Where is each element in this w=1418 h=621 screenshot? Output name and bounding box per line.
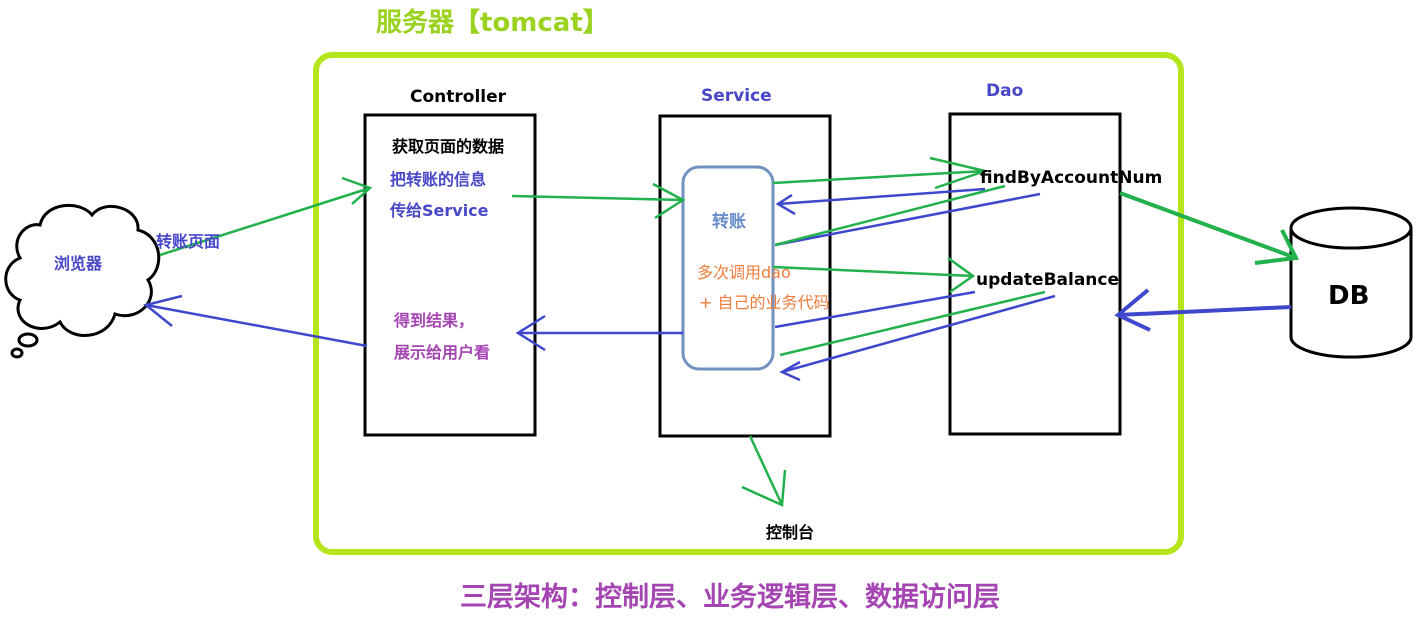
dao-title: Dao (986, 81, 1024, 101)
arrow-controller-to-browser (143, 294, 368, 348)
dao-method-update: updateBalance (976, 270, 1120, 290)
db-cylinder (1289, 206, 1413, 359)
arrow-dao-to-db (1119, 191, 1300, 265)
arrow-db-to-dao (1114, 288, 1292, 332)
browser-label: 浏览器 (54, 254, 103, 273)
arrow-browser-to-controller (159, 176, 373, 257)
arrow-service-to-console (741, 435, 787, 507)
footer-caption: 三层架构：控制层、业务逻辑层、数据访问层 (460, 582, 1000, 613)
controller-line-1: 获取页面的数据 (392, 137, 505, 156)
service-note-2: + 自己的业务代码 (699, 293, 830, 312)
service-title: Service (701, 86, 772, 106)
controller-line-2: 把转账的信息 (390, 170, 487, 189)
dao-box (948, 112, 1122, 436)
service-box (658, 114, 832, 438)
console-label: 控制台 (766, 523, 815, 542)
browser-edge-label: 转账页面 (156, 232, 221, 251)
server-container (313, 52, 1184, 555)
dao-method-find: findByAccountNum (980, 168, 1163, 188)
controller-line-4: 得到结果， (394, 311, 475, 330)
arrows-service-dao-find (772, 156, 1041, 247)
controller-title: Controller (410, 87, 507, 107)
arrows-service-dao-update (772, 256, 1056, 382)
controller-line-3: 传给Service (390, 201, 489, 220)
db-label: DB (1328, 281, 1370, 311)
arrow-service-to-controller (515, 314, 683, 352)
arrow-controller-to-service (511, 182, 686, 220)
browser-cloud-shape (4, 203, 161, 359)
server-title: 服务器【tomcat】 (376, 8, 609, 38)
service-note-1: 多次调用dao (697, 263, 791, 282)
controller-box (363, 113, 537, 437)
controller-line-5: 展示给用户看 (394, 343, 491, 362)
transfer-label: 转账 (712, 212, 746, 232)
